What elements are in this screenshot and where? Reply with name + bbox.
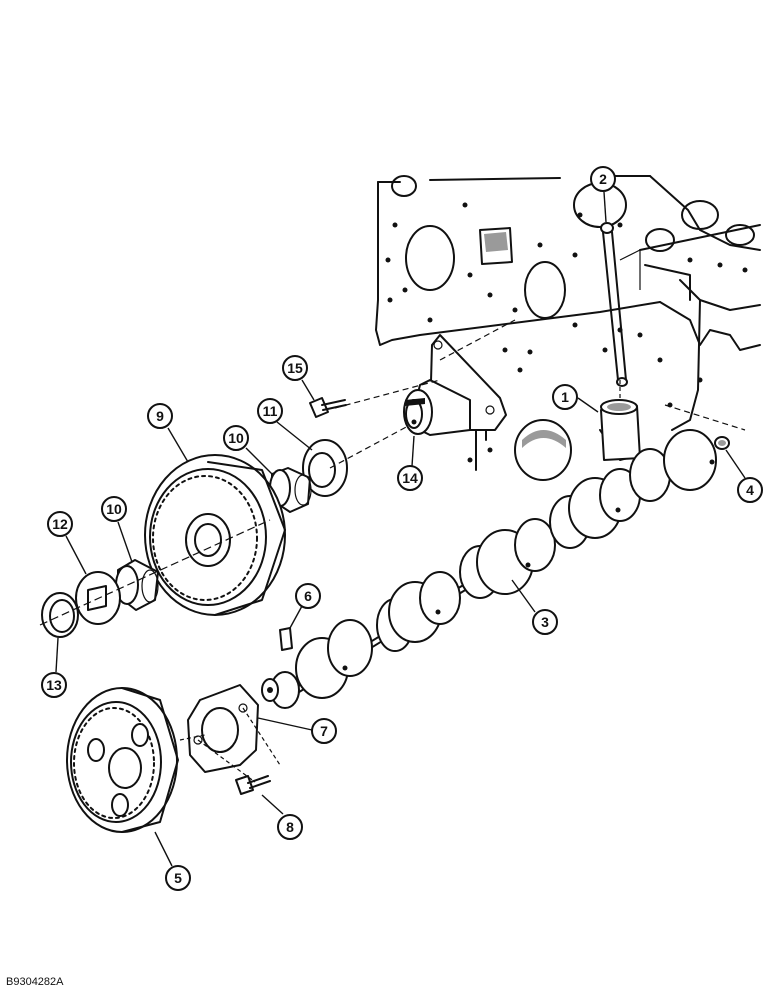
key-6	[279, 627, 293, 651]
bolt-15	[309, 397, 347, 418]
callout-13-label: 13	[46, 677, 62, 693]
callout-15: 15	[282, 355, 315, 401]
camshaft-gear-5	[66, 687, 179, 833]
callout-1: 1	[552, 384, 599, 413]
callout-9: 9	[147, 403, 189, 463]
callout-9-label: 9	[156, 408, 164, 424]
callout-12: 12	[47, 511, 87, 575]
callout-8-label: 8	[286, 819, 294, 835]
plug-4	[714, 436, 730, 450]
callout-5-label: 5	[174, 870, 182, 886]
thrust-plate-7	[187, 684, 259, 773]
callout-10-lower-label: 10	[106, 501, 122, 517]
drawing-number: B9304282A	[6, 976, 64, 988]
callout-2-label: 2	[599, 171, 607, 187]
bearing-housing	[403, 334, 507, 436]
tappet	[600, 399, 641, 461]
callout-10-lower: 10	[101, 496, 133, 563]
callout-11: 11	[257, 398, 313, 451]
callout-7-label: 7	[320, 723, 328, 739]
callout-5: 5	[154, 831, 191, 891]
callout-2: 2	[590, 166, 616, 223]
callout-4-label: 4	[746, 482, 754, 498]
idler-gear-9	[144, 454, 286, 616]
callout-4: 4	[725, 449, 763, 503]
callout-8: 8	[261, 794, 303, 840]
callout-3: 3	[511, 579, 558, 635]
callout-14-label: 14	[402, 470, 418, 486]
camshaft-3	[261, 429, 717, 709]
bushing-10-lower	[115, 559, 159, 611]
callout-12-label: 12	[52, 516, 68, 532]
snap-ring-13	[41, 592, 79, 638]
callout-10-upper-label: 10	[228, 430, 244, 446]
callout-6: 6	[289, 583, 321, 629]
callout-14: 14	[397, 435, 423, 491]
callout-1-label: 1	[561, 389, 569, 405]
thrust-washer-11	[302, 439, 348, 497]
bolt-8	[235, 775, 271, 795]
callout-10-upper: 10	[223, 425, 273, 475]
push-rod	[600, 222, 628, 387]
callout-3-label: 3	[541, 614, 549, 630]
centerlines	[39, 319, 746, 783]
callout-13: 13	[41, 637, 67, 698]
callout-7: 7	[257, 717, 337, 744]
callout-15-label: 15	[287, 360, 303, 376]
callout-11-label: 11	[263, 403, 278, 419]
callout-6-label: 6	[304, 588, 312, 604]
